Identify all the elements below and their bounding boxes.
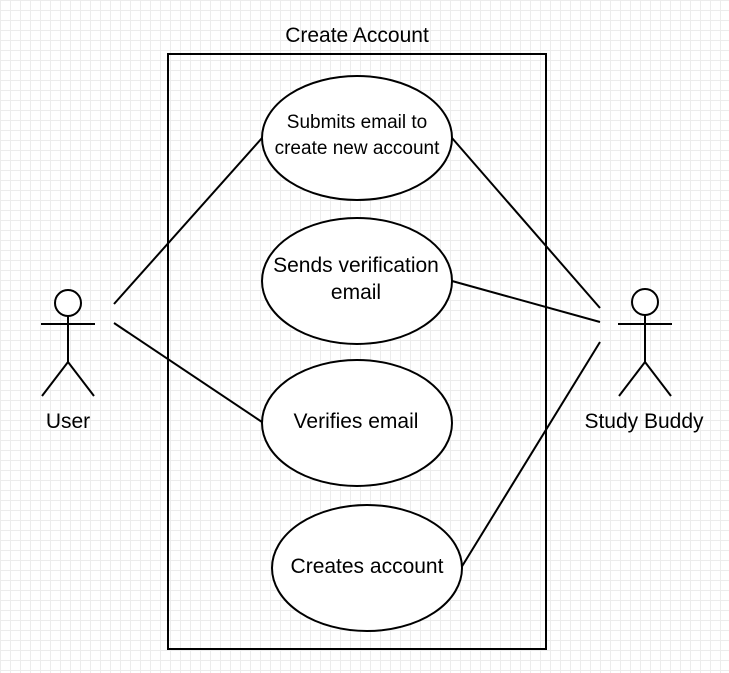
use-case-label-line: Verifies email	[294, 410, 419, 433]
actor-label: User	[46, 410, 90, 433]
association-studybuddy-sends[interactable]	[451, 280, 601, 323]
use-case-label-line: email	[331, 281, 381, 304]
system-boundary[interactable]	[167, 53, 547, 650]
association-user-submits[interactable]	[113, 137, 263, 305]
association-user-verifies[interactable]	[113, 322, 263, 423]
stick-figure-icon	[618, 288, 672, 397]
stick-figure-icon	[41, 289, 95, 397]
use-case-label-line: create new account	[275, 138, 440, 159]
system-title: Create Account	[285, 24, 429, 47]
association-studybuddy-creates[interactable]	[460, 341, 601, 569]
use-case-creates-account[interactable]: Creates account	[271, 504, 463, 632]
use-case-sends-verification[interactable]: Sends verification email	[261, 217, 453, 345]
association-studybuddy-submits[interactable]	[451, 137, 601, 309]
use-case-label-line: Sends verification	[273, 254, 439, 277]
use-case-verifies-email[interactable]: Verifies email	[261, 359, 453, 487]
actor-study-buddy[interactable]: Study Buddy	[584, 288, 704, 433]
use-case-label-line: Creates account	[291, 555, 444, 578]
use-case-label-line: Submits email to	[287, 112, 427, 133]
actor-user[interactable]: User	[41, 289, 95, 433]
use-case-submits-email[interactable]: Submits email to create new account	[261, 75, 453, 201]
actor-label: Study Buddy	[584, 410, 704, 433]
